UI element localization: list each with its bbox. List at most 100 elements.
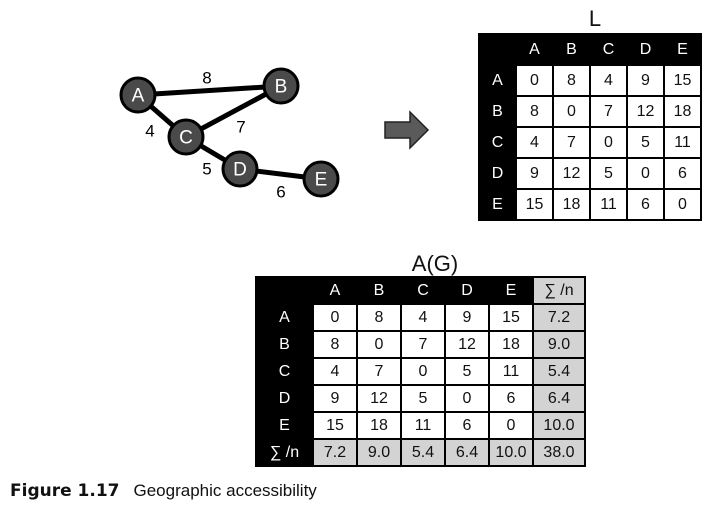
column-mean-cell: 5.4 <box>400 438 446 467</box>
node-label-d: D <box>233 160 247 181</box>
column-header: B <box>356 276 402 305</box>
edge-weight-a-c: 4 <box>145 122 154 141</box>
row-mean-cell: 9.0 <box>532 330 586 359</box>
node-c <box>167 118 205 156</box>
table-cell: 7 <box>589 95 628 128</box>
table-cell: 18 <box>663 95 702 128</box>
column-header: E <box>663 33 702 66</box>
table-cell: 4 <box>589 64 628 97</box>
node-label-a: A <box>132 86 145 107</box>
node-label-c: C <box>179 128 193 149</box>
node-b <box>262 67 300 105</box>
table-cell: 4 <box>312 357 358 386</box>
table-cell: 9 <box>626 64 665 97</box>
table-cell: 0 <box>589 126 628 159</box>
row-header: D <box>478 157 517 190</box>
edge-weight-a-b: 8 <box>202 69 211 88</box>
node-label-e: E <box>315 170 328 191</box>
table-cell: 6 <box>488 384 534 413</box>
table-cell: 15 <box>663 64 702 97</box>
edge-weight-d-e: 6 <box>276 183 285 202</box>
sum-row-header: ∑ /n <box>255 438 314 467</box>
matrix-l-title: L <box>588 6 602 31</box>
table-cell: 4 <box>400 303 446 332</box>
edge-weight-b-c: 7 <box>236 118 245 137</box>
row-header: D <box>255 384 314 413</box>
node-label-b: B <box>275 77 288 98</box>
table-cell: 5 <box>444 357 490 386</box>
column-header: C <box>589 33 628 66</box>
corner-cell <box>255 276 314 305</box>
column-mean-cell: 7.2 <box>312 438 358 467</box>
column-header: B <box>552 33 591 66</box>
table-cell: 7 <box>400 330 446 359</box>
table-cell: 7 <box>552 126 591 159</box>
table-cell: 0 <box>444 384 490 413</box>
table-cell: 0 <box>552 95 591 128</box>
figure-label: Figure 1.17 <box>10 481 120 501</box>
network-graph: 8 4 7 5 6 A B C D E <box>119 67 430 202</box>
sum-column-header: ∑ /n <box>532 276 586 305</box>
table-cell: 9 <box>312 384 358 413</box>
table-cell: 11 <box>663 126 702 159</box>
row-header: B <box>255 330 314 359</box>
node-e <box>302 160 340 198</box>
column-header: A <box>515 33 554 66</box>
column-header: C <box>400 276 446 305</box>
caption-text: Geographic accessibility <box>133 481 317 500</box>
table-cell: 7 <box>356 357 402 386</box>
row-mean-cell: 6.4 <box>532 384 586 413</box>
table-cell: 8 <box>312 330 358 359</box>
row-header: A <box>478 64 517 97</box>
table-cell: 12 <box>356 384 402 413</box>
table-cell: 0 <box>400 357 446 386</box>
table-cell: 18 <box>488 330 534 359</box>
table-cell: 6 <box>663 157 702 190</box>
table-cell: 9 <box>515 157 554 190</box>
total-mean-cell: 38.0 <box>532 438 586 467</box>
column-mean-cell: 6.4 <box>444 438 490 467</box>
row-header: C <box>478 126 517 159</box>
table-cell: 5 <box>400 384 446 413</box>
table-cell: 15 <box>488 303 534 332</box>
matrix-ag-title: A(G) <box>411 251 459 276</box>
table-cell: 15 <box>515 188 554 221</box>
column-mean-cell: 10.0 <box>488 438 534 467</box>
row-header: E <box>478 188 517 221</box>
arrow-right-icon <box>384 110 430 150</box>
table-cell: 11 <box>400 411 446 440</box>
table-cell: 0 <box>663 188 702 221</box>
edge-weight-c-d: 5 <box>202 160 211 179</box>
row-mean-cell: 5.4 <box>532 357 586 386</box>
table-cell: 0 <box>515 64 554 97</box>
row-header: C <box>255 357 314 386</box>
table-cell: 0 <box>312 303 358 332</box>
row-mean-cell: 10.0 <box>532 411 586 440</box>
corner-cell <box>478 33 517 66</box>
table-cell: 12 <box>444 330 490 359</box>
node-a <box>119 76 157 114</box>
row-header: E <box>255 411 314 440</box>
table-cell: 18 <box>356 411 402 440</box>
table-cell: 4 <box>515 126 554 159</box>
row-header: B <box>478 95 517 128</box>
table-cell: 11 <box>589 188 628 221</box>
table-cell: 5 <box>589 157 628 190</box>
column-header: D <box>444 276 490 305</box>
edge-a-b <box>137 83 282 98</box>
table-cell: 8 <box>515 95 554 128</box>
table-cell: 5 <box>626 126 665 159</box>
row-header: A <box>255 303 314 332</box>
table-cell: 12 <box>552 157 591 190</box>
column-header: E <box>488 276 534 305</box>
table-cell: 15 <box>312 411 358 440</box>
